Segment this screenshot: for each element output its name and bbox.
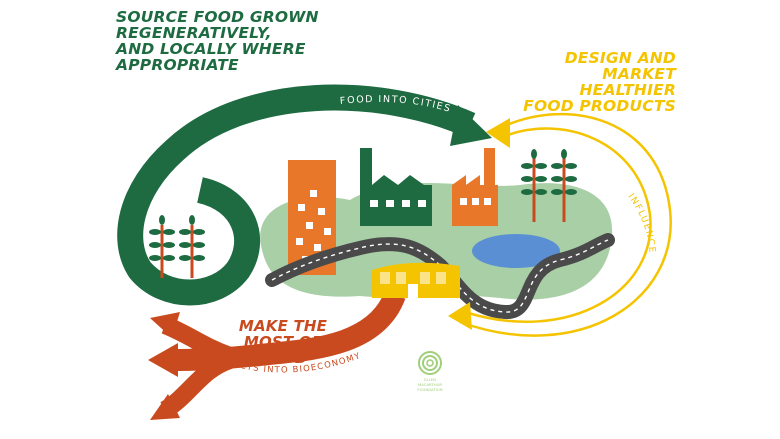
road-centerline <box>271 239 609 313</box>
influence-arrowhead <box>486 118 510 148</box>
heading-line: FOOD PRODUCTS <box>523 97 676 115</box>
heading-line: MARKET <box>602 65 676 83</box>
heading-line: MAKE THE <box>238 317 328 335</box>
by-products-arrow <box>169 290 406 371</box>
influence-arrow-inner <box>464 127 652 323</box>
foundation-logo: ELLEN MACARTHUR FOUNDATION <box>417 351 443 392</box>
logo-line: FOUNDATION <box>417 387 442 392</box>
influence-arrow-outer <box>459 112 672 337</box>
by-products-arrowhead <box>148 343 178 377</box>
tree-icon <box>179 215 205 278</box>
logo-line: MACARTHUR <box>418 382 442 387</box>
heading-line: HEALTHIER <box>579 81 676 99</box>
market-hall-icon <box>372 262 460 298</box>
by-products-arrowhead <box>150 394 180 420</box>
heading-line: AND LOCALLY WHERE <box>116 40 306 58</box>
heading-line: APPROPRIATE <box>116 56 239 74</box>
food-into-cities-arrow <box>117 84 476 306</box>
flow-label-text: INFLUENCE <box>626 192 656 254</box>
heading-source-food: SOURCE FOOD GROWN REGENERATIVELY, AND LO… <box>116 9 376 73</box>
heading-design-market: DESIGN AND MARKET HEALTHIER FOOD PRODUCT… <box>508 50 676 114</box>
processing-plant-icon <box>452 148 498 226</box>
by-products-arrowhead <box>150 312 180 338</box>
tree-icon <box>551 149 577 222</box>
heading-line: DESIGN AND <box>564 49 676 67</box>
tree-icon <box>149 215 175 278</box>
food-into-cities-arrowhead <box>450 105 492 146</box>
influence-arrowhead <box>448 302 472 330</box>
factory-icon <box>360 148 432 226</box>
tree-icon <box>521 149 547 222</box>
heading-line: SOURCE FOOD GROWN <box>116 8 319 26</box>
land-area <box>260 183 613 300</box>
flow-label-influence: INFLUENCE <box>626 192 657 254</box>
heading-line: REGENERATIVELY, <box>116 24 272 42</box>
lake <box>472 234 560 268</box>
logo-line: ELLEN <box>424 377 436 382</box>
